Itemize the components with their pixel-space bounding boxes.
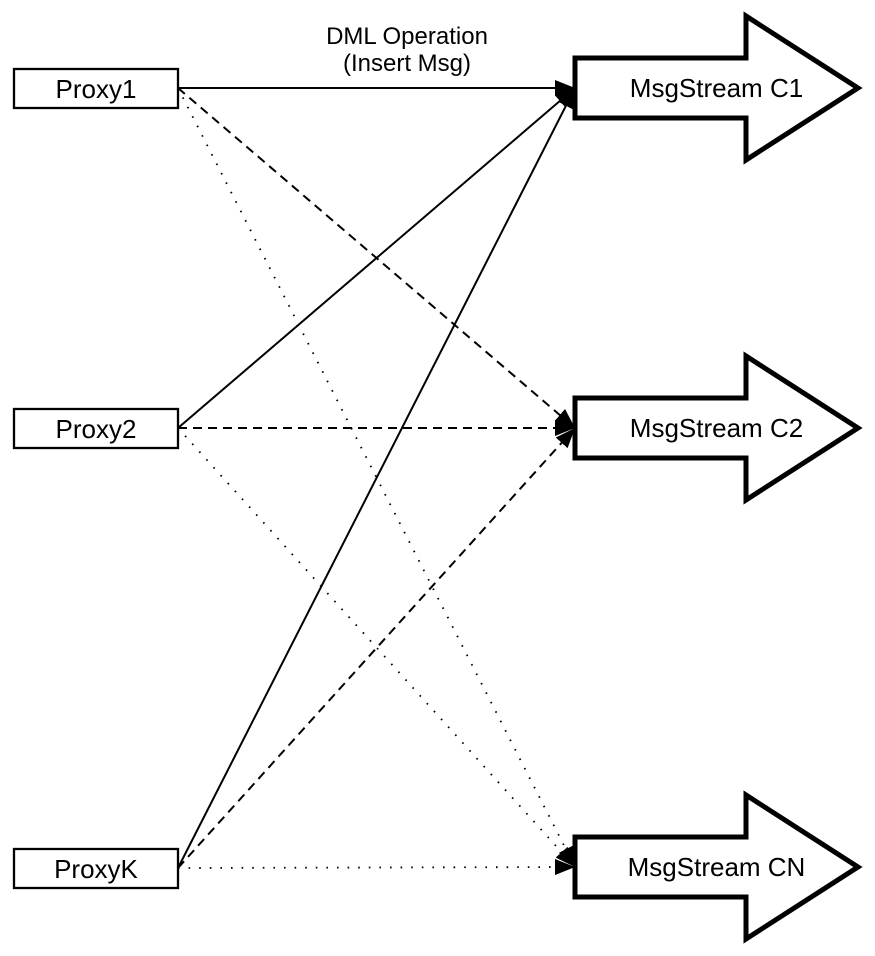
proxy1-box bbox=[12, 67, 180, 110]
msgstream-c2-arrow bbox=[572, 351, 863, 505]
proxyK-box bbox=[12, 847, 180, 890]
msgstream-c1-arrow bbox=[572, 11, 863, 165]
edge-proxyK-c2-dashed bbox=[177, 427, 576, 869]
msgstream-cN-arrow bbox=[572, 790, 863, 944]
edges-layer bbox=[177, 80, 576, 876]
edge-proxyK-cN-dotted bbox=[177, 859, 576, 876]
proxy2-box bbox=[12, 407, 180, 450]
nodes-layer bbox=[12, 11, 863, 944]
edge-proxyK-c1-solid bbox=[177, 87, 576, 869]
edge-proxy1-c2-dashed bbox=[177, 87, 576, 429]
